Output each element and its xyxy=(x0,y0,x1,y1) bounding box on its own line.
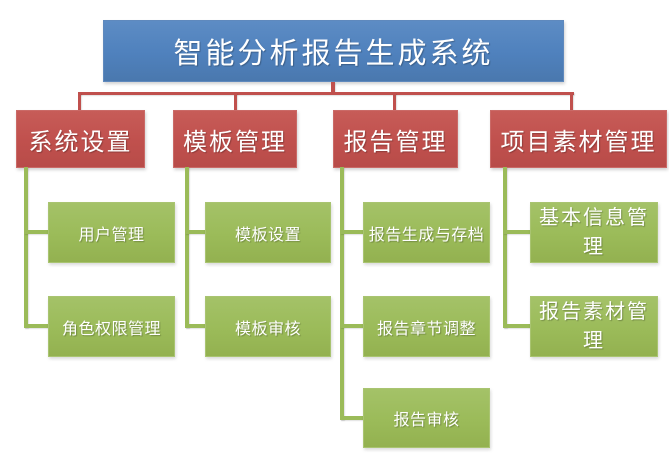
connector-col4-stub2 xyxy=(503,324,532,328)
connector-col3-stub2 xyxy=(340,324,365,328)
connector-col3-stub1 xyxy=(340,230,365,234)
connector-col3-vline xyxy=(340,167,344,420)
connector-col4-stub1 xyxy=(503,230,532,234)
connector-col2-stub1 xyxy=(185,230,207,234)
connector-col2-vline xyxy=(185,167,189,328)
node-template-management: 模板管理 xyxy=(173,110,297,168)
node-basic-info-management: 基本信息管理 xyxy=(530,202,658,263)
node-report-material-management: 报告素材管理 xyxy=(530,296,658,357)
connector-col3-stub3 xyxy=(340,416,365,420)
connector-drop-report-management xyxy=(393,93,396,111)
node-role-permission-management: 角色权限管理 xyxy=(48,296,175,357)
connector-branch-bus xyxy=(78,92,574,95)
node-report-chapter-adjustment: 报告章节调整 xyxy=(363,296,490,357)
node-user-management: 用户管理 xyxy=(48,202,175,263)
connector-drop-project-material xyxy=(570,93,573,111)
connector-col1-stub2 xyxy=(24,324,50,328)
node-template-settings: 模板设置 xyxy=(205,202,331,263)
connector-col4-vline xyxy=(503,167,507,328)
node-report-review: 报告审核 xyxy=(363,388,490,448)
node-project-material-management: 项目素材管理 xyxy=(490,110,667,168)
node-root: 智能分析报告生成系统 xyxy=(103,20,564,82)
node-report-management: 报告管理 xyxy=(333,110,458,168)
connector-col2-stub2 xyxy=(185,324,207,328)
connector-root-stem xyxy=(331,82,335,93)
connector-drop-template-management xyxy=(234,93,237,111)
node-system-settings: 系统设置 xyxy=(16,110,145,168)
connector-col1-stub1 xyxy=(24,230,50,234)
node-report-generation-archive: 报告生成与存档 xyxy=(363,202,490,263)
connector-drop-system-settings xyxy=(78,93,81,111)
node-template-review: 模板审核 xyxy=(205,296,331,357)
connector-col1-vline xyxy=(24,167,28,328)
